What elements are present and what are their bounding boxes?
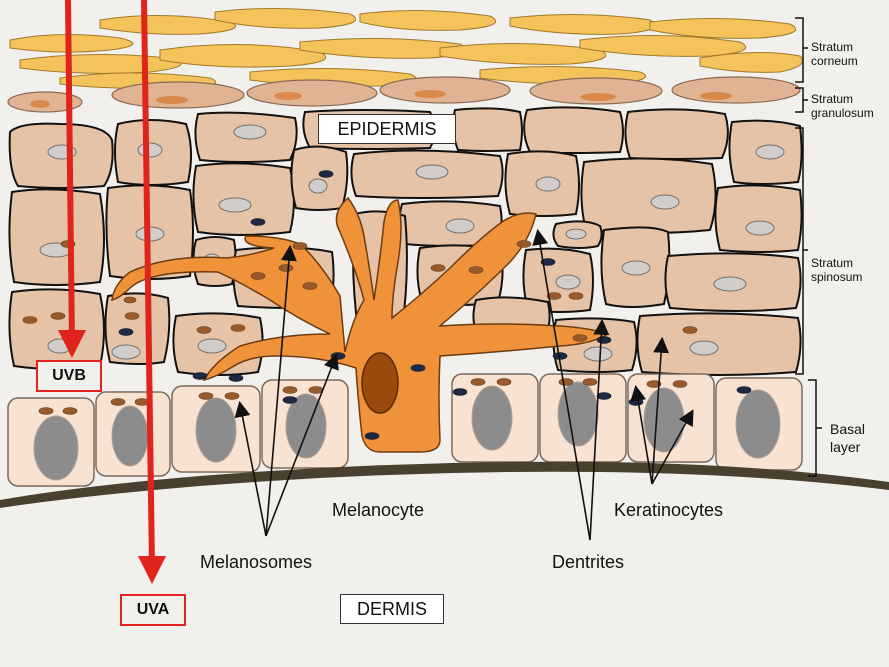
melanocyte-label: Melanocyte [332,500,424,520]
stratum-corneum-layer [10,8,803,88]
epidermis-label: EPIDERMIS [318,114,456,144]
uva-label: UVA [120,594,186,626]
uvb-label: UVB [36,360,102,392]
uva-arrowhead [138,556,166,584]
stratum-spinosum-label: Stratum spinosum [811,256,862,284]
stratum-granulosum-line2: granulosum [811,106,874,120]
dermis-label: DERMIS [340,594,444,624]
basal-layer-line1: Basal [830,420,865,438]
stratum-corneum-line1: Stratum [811,40,858,54]
stratum-corneum-label: Stratum corneum [811,40,858,68]
basal-layer-label: Basal layer [830,420,865,456]
stratum-granulosum-line1: Stratum [811,92,874,106]
stratum-spinosum-line1: Stratum [811,256,862,270]
stratum-granulosum-label: Stratum granulosum [811,92,874,120]
dentrites-label: Dentrites [552,552,624,572]
stratum-spinosum-line2: spinosum [811,270,862,284]
keratinocytes-label: Keratinocytes [614,500,723,520]
stratum-corneum-line2: corneum [811,54,858,68]
melanosomes-label: Melanosomes [200,552,312,572]
uvb-arrow [68,0,72,344]
basal-layer-line2: layer [830,438,865,456]
